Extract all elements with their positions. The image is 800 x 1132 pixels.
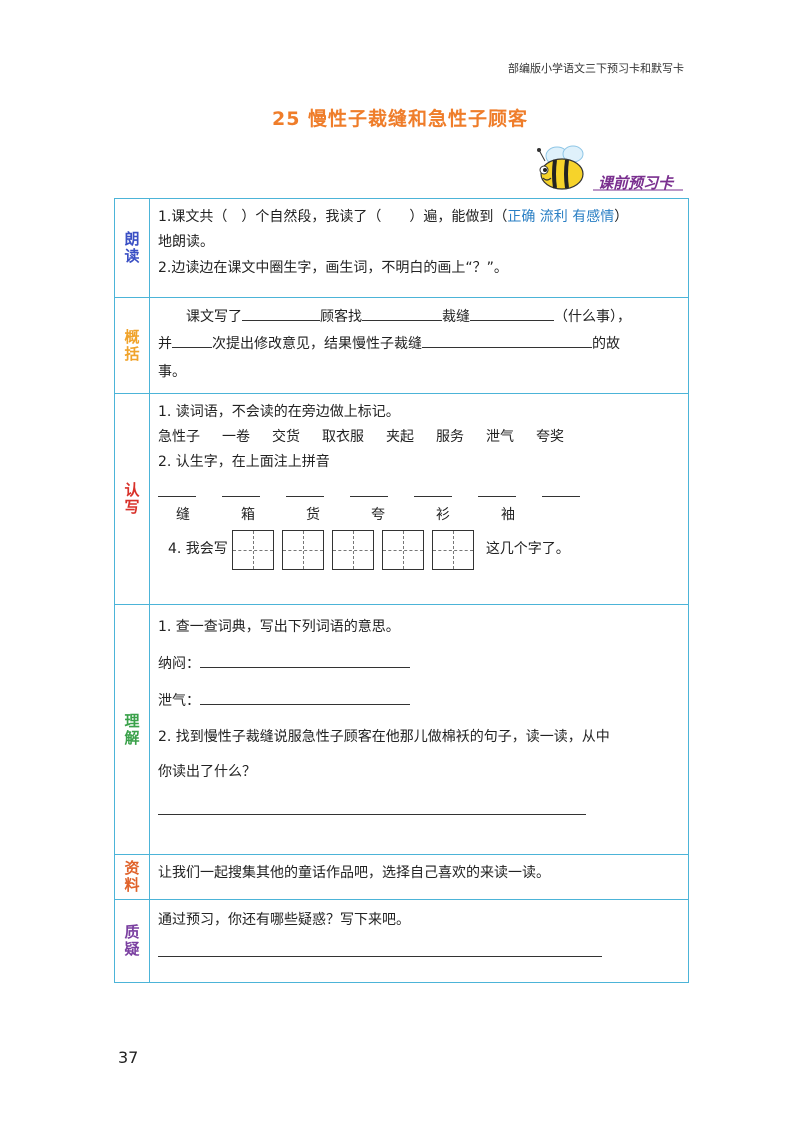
header-note: 部编版小学语文三下预习卡和默写卡 [508,62,684,75]
summary-blank-4[interactable] [172,333,212,349]
word-item: 泄气 [486,429,514,446]
word-item: 一卷 [222,429,250,446]
reading-line2: 地朗读。 [158,233,214,250]
recognize-q1: 1. 读词语，不会读的在旁边做上标记。 [158,404,400,420]
material-text: 让我们一起搜集其他的童话作品吧，选择自己喜欢的来读一读。 [158,865,550,881]
understand-q2-b: 你读出了什么？ [158,763,256,780]
char-item: 箱 [241,506,255,523]
bee-icon [537,145,683,191]
answer-line[interactable] [158,955,602,957]
summary-text-7: 的故 [592,336,620,353]
answer-line[interactable] [158,813,586,815]
word-list: 急性子 一卷 交货 取衣服 夹起 服务 泄气 夸奖 [158,425,680,450]
reading-hint: 正确 流利 有感情 [507,209,615,225]
reading-line1-b: ） [614,209,629,225]
section-summary: 概括 课文写了 顾客找 裁缝 （什么事）， 并 次提出修改意见，结果慢性子裁缝 的故 事。 [115,298,688,394]
summary-text-3: 裁缝 [442,309,470,325]
section-recognize: 认写 1. 读词语，不会读的在旁边做上标记。 急性子一卷交货取衣服夹起服务泄气夸… [115,394,688,605]
summary-blank-2[interactable] [362,306,442,321]
writing-grid-box[interactable] [231,529,274,570]
summary-text-6: 次提出修改意见，结果慢性子裁缝 [212,336,422,353]
section-material: 资料 让我们一起搜集其他的童话作品吧，选择自己喜欢的来读一读。 [115,855,688,900]
section-reading: 朗读 1.课文共（ ）个自然段，我读了（ ）遍，能做到（正确 流利 有感情） 地… [115,199,688,298]
page-number: 37 [118,1048,139,1067]
badge-label: 课前预习卡 [598,174,674,192]
section-label-recognize: 认写 [122,482,141,516]
summary-blank-3[interactable] [470,306,554,321]
word-item: 取衣服 [322,429,364,446]
pinyin-blank[interactable] [414,484,452,497]
char-item: 衫 [436,506,450,523]
summary-blank-5[interactable] [422,333,592,349]
section-label-question: 质疑 [122,924,141,958]
write-label: 4. 我会写 [168,541,228,558]
understand-q2-a: 2. 找到慢性子裁缝说服急性子顾客在他那儿做棉袄的句子，读一读，从中 [158,728,610,745]
pinyin-blanks [158,484,680,497]
term-answer-line[interactable] [200,690,410,706]
section-label-summary: 概括 [122,328,141,363]
pinyin-blank[interactable] [222,484,260,497]
summary-text-4: （什么事）， [554,309,631,325]
word-item: 夹起 [386,429,414,446]
summary-text-1: 课文写了 [186,309,242,325]
writing-grid-box[interactable] [381,529,424,570]
summary-text-8: 事。 [158,363,186,380]
char-item: 缝 [176,506,190,523]
word-item: 服务 [436,429,464,446]
char-item: 夸 [371,506,385,523]
pinyin-blank[interactable] [286,484,324,497]
word-item: 夸奖 [536,429,564,446]
term-label: 泄气： [158,693,200,710]
pinyin-blank[interactable] [542,484,580,497]
reading-line1-a: 1.课文共（ ）个自然段，我读了（ ）遍，能做到（ [158,209,508,225]
summary-blank-1[interactable] [242,306,320,321]
pinyin-blank[interactable] [158,484,196,497]
question-text: 通过预习，你还有哪些疑惑？写下来吧。 [158,912,410,928]
recognize-q2: 2. 认生字，在上面注上拼音 [158,454,330,471]
write-suffix: 这几个字了。 [485,541,570,558]
understand-q1: 1. 查一查词典，写出下列词语的意思。 [158,619,400,635]
summary-text-5: 并 [158,336,172,353]
page-title: 25 慢性子裁缝和急性子顾客 [271,108,529,130]
char-list: 缝箱货夸衫袖 [176,503,680,528]
word-item: 交货 [272,429,300,446]
term-label: 纳闷： [158,656,200,673]
section-understand: 理解 1. 查一查词典，写出下列词语的意思。 纳闷： 泄气： 2. 找到慢性子裁… [115,605,688,855]
preview-table: 朗读 1.课文共（ ）个自然段，我读了（ ）遍，能做到（正确 流利 有感情） 地… [114,198,689,983]
char-item: 袖 [501,506,515,523]
reading-line3: 2.边读边在课文中圈生字，画生词，不明白的画上“？”。 [158,260,508,276]
section-label-reading: 朗读 [122,231,141,265]
section-question: 质疑 通过预习，你还有哪些疑惑？写下来吧。 [115,900,688,982]
section-label-material: 资料 [122,860,141,894]
section-label-understand: 理解 [122,712,141,747]
writing-grid-box[interactable] [331,529,374,570]
writing-grid-box[interactable] [281,529,324,570]
pinyin-blank[interactable] [478,484,516,497]
write-row: 4. 我会写 这几个字了。 [168,529,680,570]
writing-grid-box[interactable] [431,529,474,570]
pinyin-blank[interactable] [350,484,388,497]
char-item: 货 [306,506,320,523]
summary-text-2: 顾客找 [320,309,362,325]
term-answer-line[interactable] [200,653,410,669]
word-item: 急性子 [158,429,200,446]
